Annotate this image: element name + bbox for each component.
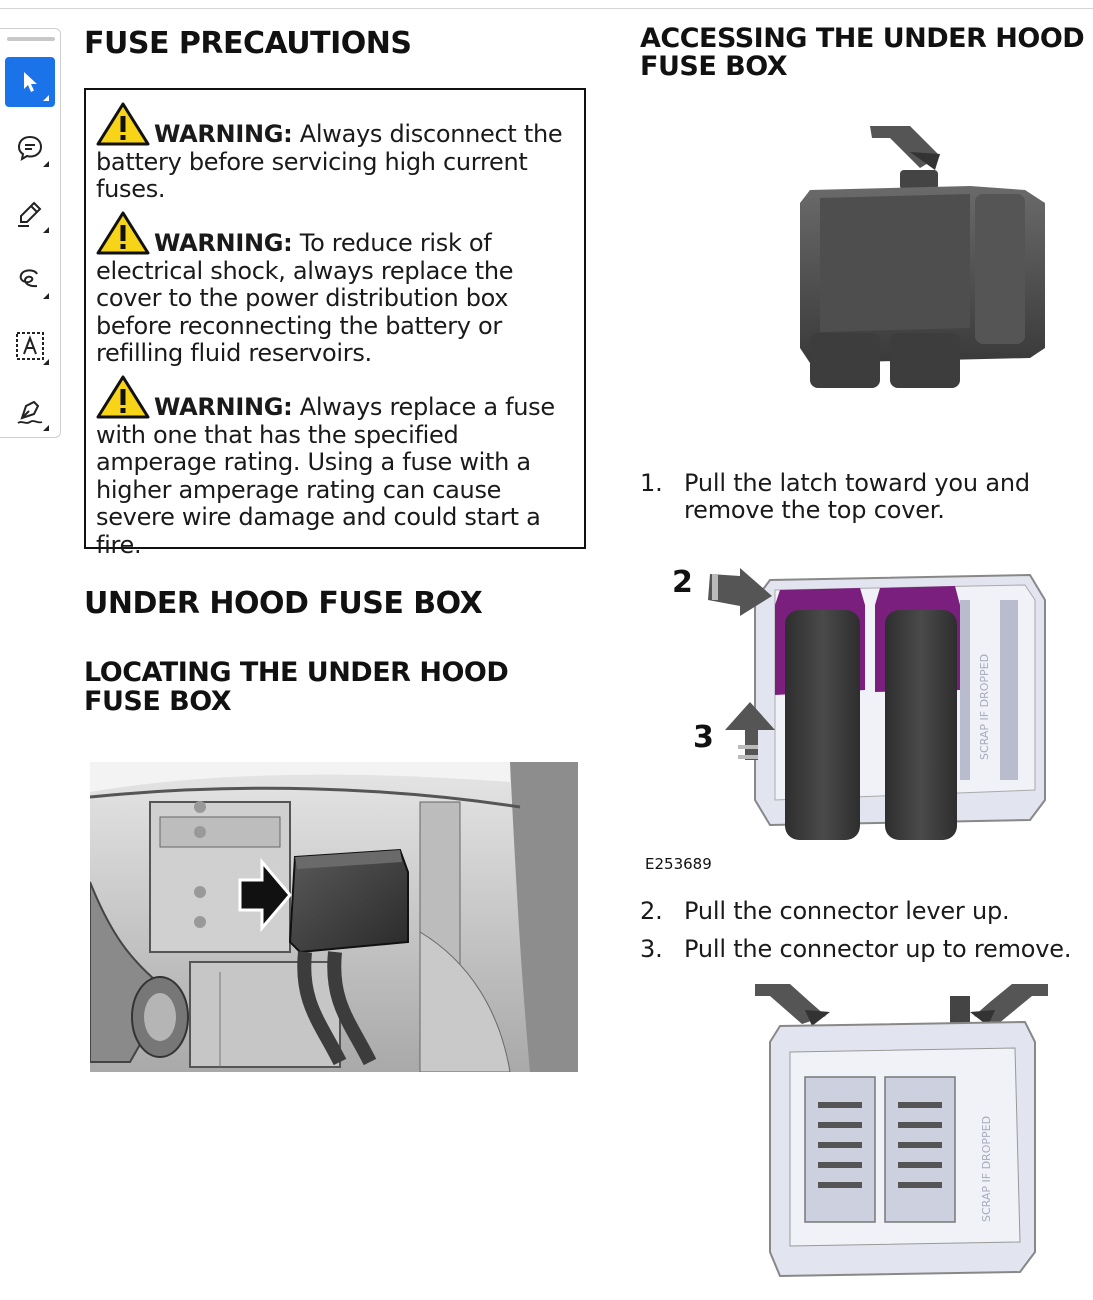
fuse-box-connectors-illustration: SCRAP IF DROPPED: [708, 568, 1046, 840]
warning-triangle-icon: [96, 102, 150, 146]
lift-arrow: [725, 702, 775, 760]
under-hood-fuse-box-heading: UNDER HOOD FUSE BOX: [84, 586, 483, 621]
step-text: Pull the connector lever up.: [684, 897, 1010, 925]
fuse-precautions-heading: FUSE PRECAUTIONS: [84, 26, 412, 61]
step-number: 1.: [640, 469, 663, 497]
tool-options-corner: [43, 359, 49, 365]
tool-options-corner: [43, 227, 49, 233]
callout-2: 2: [672, 565, 693, 600]
press-arrow-left: [755, 984, 830, 1026]
freehand-draw-icon: [19, 269, 38, 288]
warning-3: WARNING: Always replace a fuse with one …: [96, 375, 578, 559]
warning-text: Always disconnect the battery before ser…: [96, 120, 563, 203]
annotation-toolbar: [0, 28, 61, 438]
warning-label: WARNING:: [154, 393, 293, 421]
tool-options-corner: [43, 293, 49, 299]
select-tool-button[interactable]: [5, 57, 55, 107]
location-arrow: [238, 857, 292, 933]
warnings-box: WARNING: Always disconnect the battery b…: [84, 88, 586, 558]
scrap-label: SCRAP IF DROPPED: [980, 1116, 993, 1222]
locating-heading-line2: FUSE BOX: [84, 686, 232, 717]
lever-arrow: [708, 568, 772, 616]
warning-1: WARNING: Always disconnect the battery b…: [96, 102, 578, 204]
connector-right: [875, 586, 960, 840]
sign-tool-button[interactable]: [5, 387, 55, 437]
warning-label: WARNING:: [154, 120, 293, 148]
tool-options-corner: [43, 95, 49, 101]
connector-left: [775, 588, 865, 840]
highlighter-icon: [18, 201, 42, 227]
accessing-heading-line2: FUSE BOX: [640, 51, 788, 82]
top-divider: [0, 8, 1093, 9]
warning-triangle-icon: [96, 211, 150, 255]
step-text: Pull the latch toward you and remove the…: [684, 469, 1030, 524]
engine-bay-illustration: [90, 762, 578, 1072]
warning-2: WARNING: To reduce risk of electrical sh…: [96, 211, 578, 368]
step-text: Pull the connector up to remove.: [684, 935, 1072, 963]
tool-options-corner: [43, 425, 49, 431]
press-arrow-right: [970, 984, 1048, 1026]
text-box-icon: [16, 332, 44, 360]
comment-tool-button[interactable]: [5, 123, 55, 173]
select-arrow-icon: [24, 72, 37, 92]
highlight-tool-button[interactable]: [5, 189, 55, 239]
fuse-box-cover-illustration: [800, 126, 1045, 388]
callout-3: 3: [693, 720, 714, 755]
scrap-label: SCRAP IF DROPPED: [978, 654, 991, 760]
push-arrow: [870, 126, 940, 170]
text-box-tool-button[interactable]: [5, 321, 55, 371]
step-number: 2.: [640, 897, 663, 925]
accessing-heading-line1: ACCESSING THE UNDER HOOD: [640, 23, 1085, 54]
comment-icon: [17, 135, 43, 162]
step-number: 3.: [640, 935, 663, 963]
locating-heading-line1: LOCATING THE UNDER HOOD: [84, 657, 509, 688]
warning-triangle-icon: [96, 375, 150, 419]
warning-text: To reduce risk of electrical shock, alwa…: [96, 229, 514, 367]
sign-icon: [17, 400, 43, 424]
warning-label: WARNING:: [154, 229, 293, 257]
tool-options-corner: [43, 161, 49, 167]
open-fuse-box-illustration: SCRAP IF DROPPED: [755, 984, 1048, 1278]
warning-text: Always replace a fuse with one that has …: [96, 393, 555, 559]
toolbar-drag-handle[interactable]: [7, 37, 55, 41]
figure-code: E253689: [645, 855, 712, 873]
draw-tool-button[interactable]: [5, 255, 55, 305]
